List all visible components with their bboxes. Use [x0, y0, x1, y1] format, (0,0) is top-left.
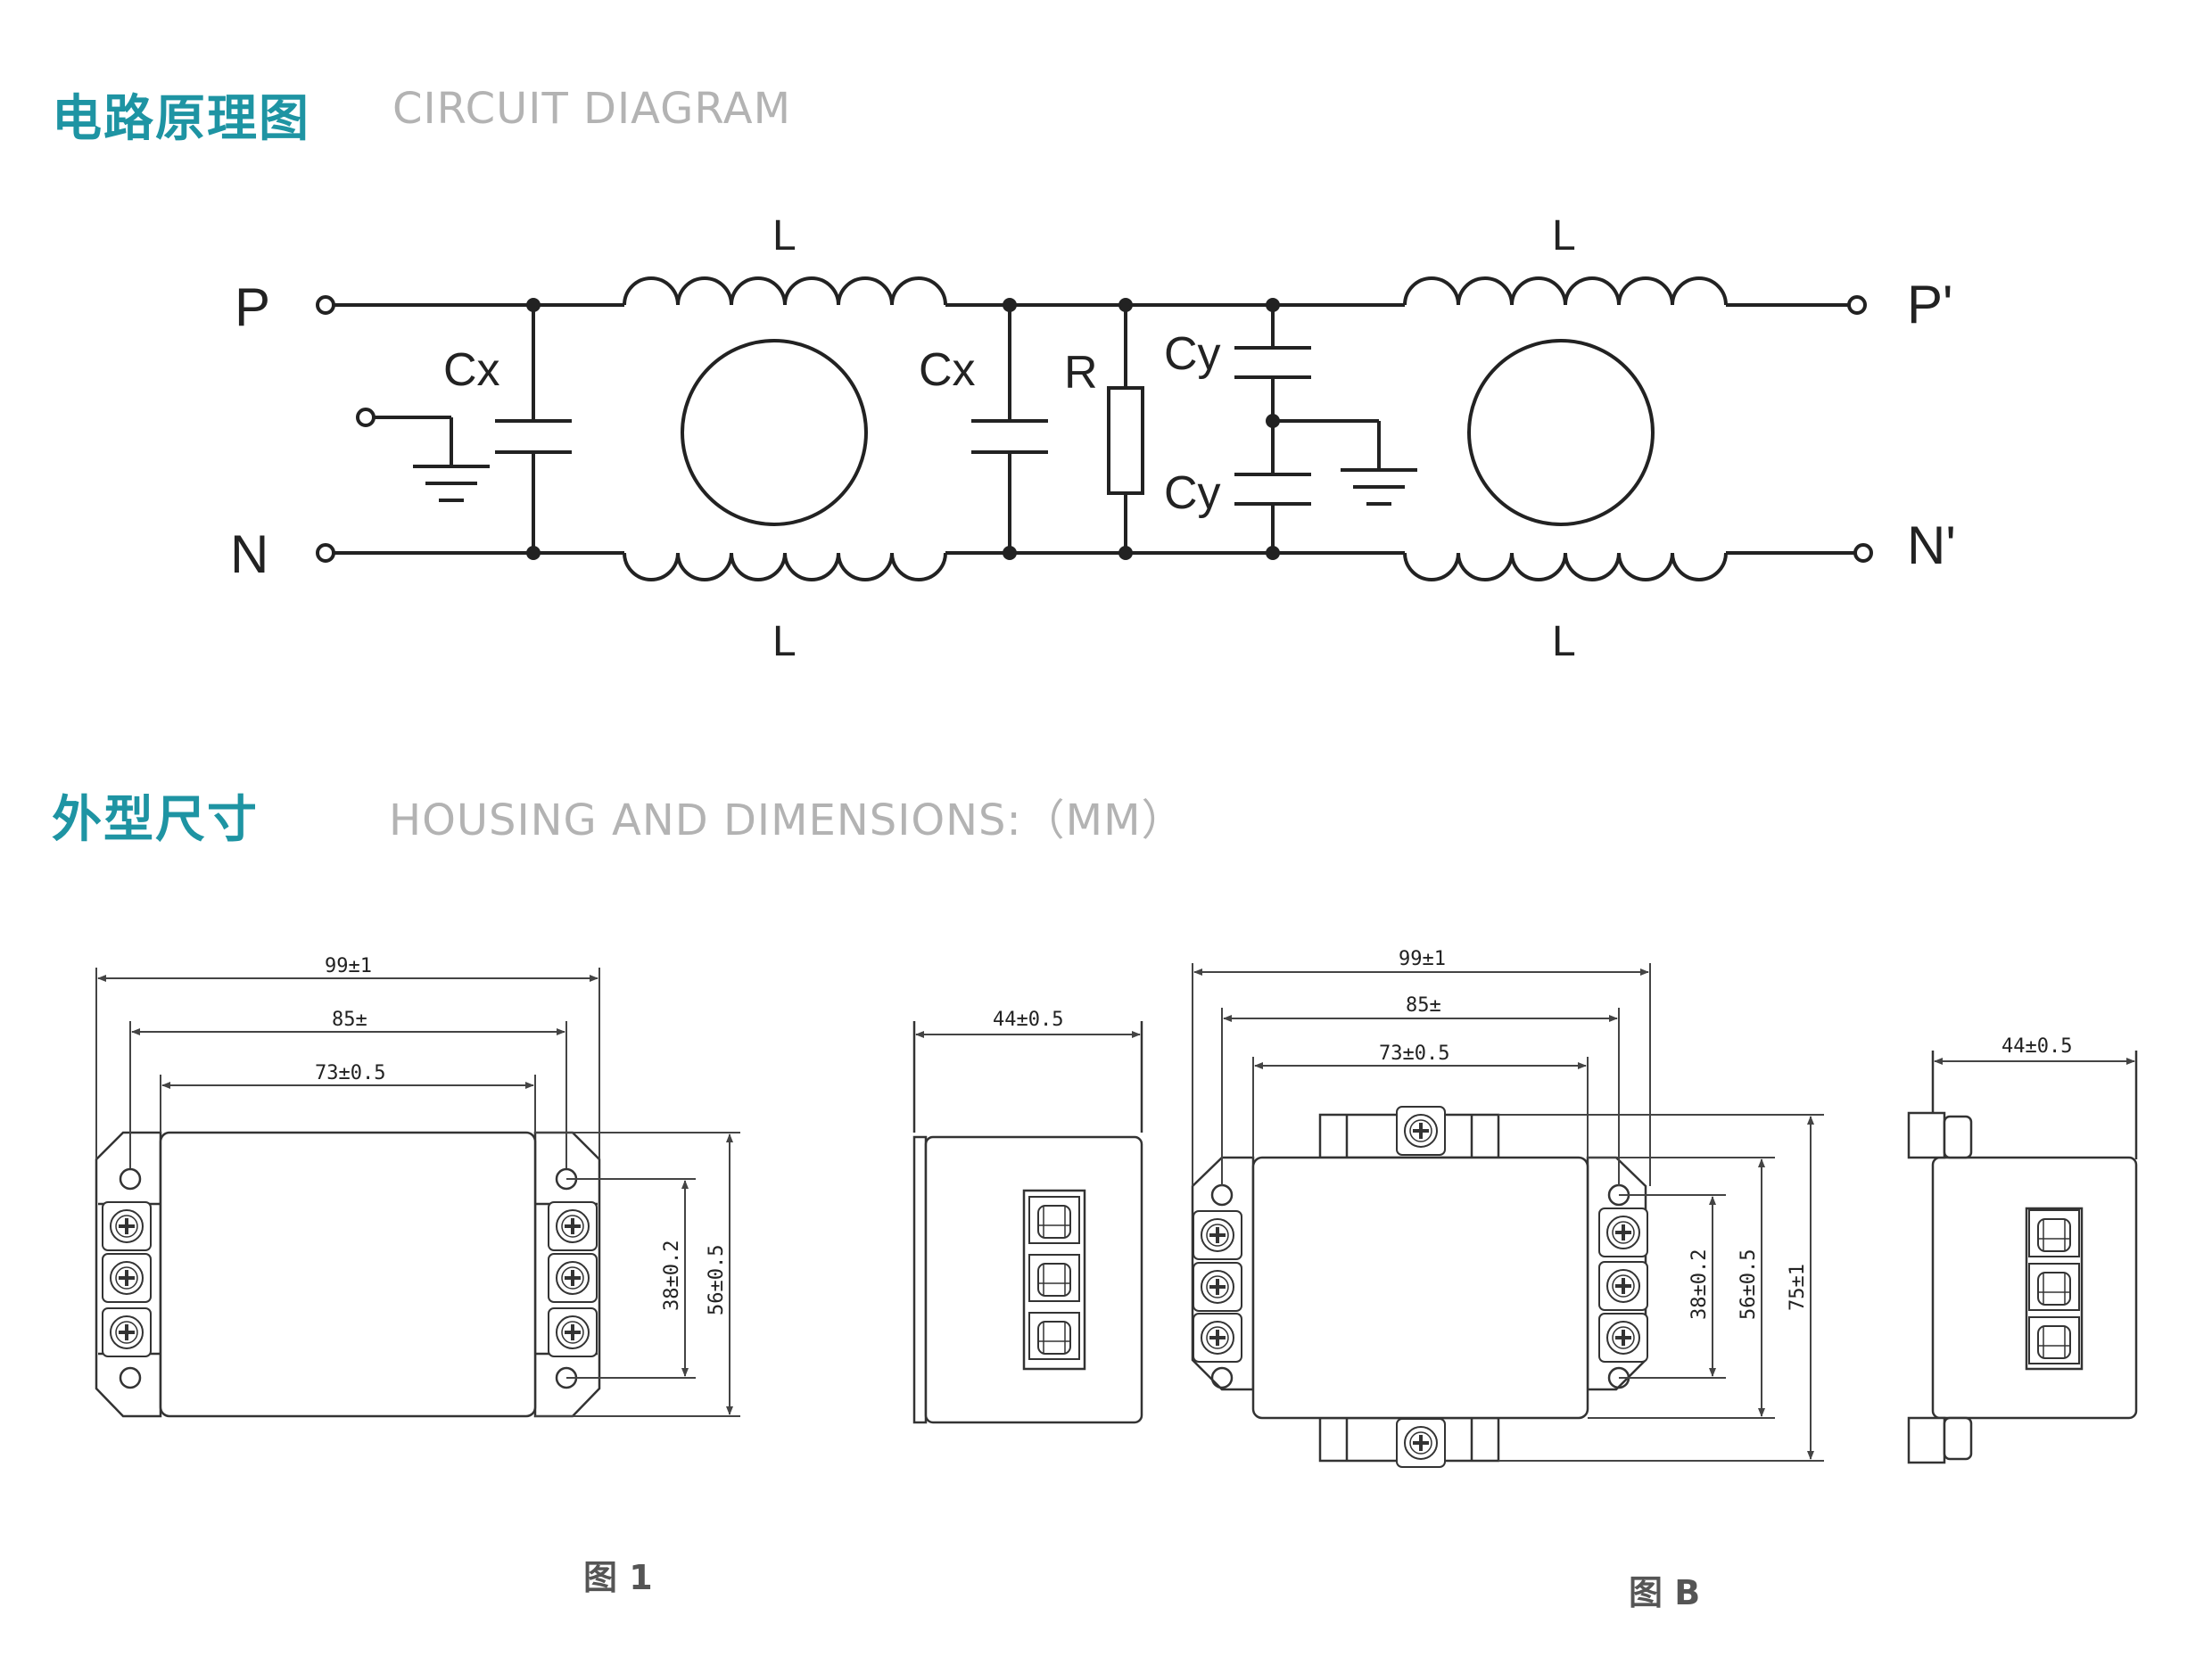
figB-caption: 图 B: [1629, 1573, 1701, 1612]
label-resistor: R: [1064, 347, 1098, 399]
terminal-n-out: [1853, 543, 1873, 563]
inductor-top-right: [1403, 276, 1728, 306]
housing-title-en: HOUSING AND DIMENSIONS:（MM）: [389, 795, 1185, 845]
label-inductor-bottom-right: L: [1552, 618, 1576, 665]
figB-dim-height-terminal: 38±0.2: [1688, 1249, 1711, 1320]
figB-dimensions: [1192, 963, 1824, 1462]
fig1-dim-width-body: 73±0.5: [315, 1062, 385, 1084]
capacitor-cx-left: [495, 305, 572, 553]
fig1-front-view: [95, 1131, 601, 1418]
inductor-bottom-left: [623, 552, 947, 581]
housing-header: 外型尺寸 HOUSING AND DIMENSIONS:（MM）: [0, 776, 2212, 883]
label-cy-bottom: Cy: [1164, 467, 1221, 519]
housing-title-cn: 外型尺寸: [52, 791, 259, 849]
label-cx-left: Cx: [443, 344, 500, 396]
figB-side-depth: 44±0.5: [2002, 1035, 2072, 1058]
label-cy-top: Cy: [1164, 328, 1221, 380]
fig1-side-plugs: [1028, 1196, 1080, 1360]
label-p-in: P: [235, 277, 270, 337]
capacitor-cx-mid: [971, 305, 1048, 553]
figB-dim-height-total: 75±1: [1787, 1264, 1809, 1311]
fig1-dim-height-body: 56±0.5: [706, 1245, 728, 1315]
figB-side-view: [1907, 1051, 2138, 1464]
figB-dim-height-body: 56±0.5: [1737, 1249, 1760, 1320]
junction-dots: [526, 298, 1280, 560]
label-inductor-bottom-left: L: [772, 618, 796, 665]
circuit-title-en: CIRCUIT DIAGRAM: [392, 84, 791, 134]
figB-side-plugs: [2028, 1209, 2080, 1364]
terminal-p-out: [1847, 295, 1867, 315]
fig1-dim-height-terminal: 38±0.2: [661, 1241, 683, 1311]
label-n-out: N': [1907, 515, 1956, 575]
inductor-top-left: [623, 276, 947, 306]
inductor-bottom-right: [1403, 552, 1728, 581]
fig1-side-view: [912, 1021, 1143, 1424]
figB-dim-width-body: 73±0.5: [1379, 1043, 1449, 1065]
label-inductor-top-right: L: [1552, 212, 1576, 260]
figB-dim-width-total: 99±1: [1399, 948, 1446, 970]
label-n-in: N: [230, 524, 268, 584]
ground-symbol-left: [356, 408, 490, 502]
ground-symbol-right: [1341, 468, 1417, 506]
circuit-title-cn: 电路原理图: [52, 90, 310, 148]
core-right: [1467, 339, 1655, 526]
figB-dim-width-mount: 85±: [1406, 994, 1441, 1017]
fig1-dim-width-total: 99±1: [325, 955, 372, 977]
fig1-dimensions: [95, 968, 740, 1417]
fig1-caption: 图 1: [583, 1558, 653, 1597]
fig1-side-depth: 44±0.5: [993, 1009, 1063, 1031]
label-cx-mid: Cx: [919, 344, 976, 396]
label-p-out: P': [1907, 275, 1952, 334]
label-inductor-top-left: L: [772, 212, 796, 260]
core-left: [681, 339, 868, 526]
resistor: [1107, 305, 1144, 553]
figB-front-view: [1191, 1113, 1647, 1463]
fig1-dim-width-mount: 85±: [332, 1009, 367, 1031]
circuit-diagram-header: 电路原理图 CIRCUIT DIAGRAM: [0, 71, 2212, 178]
